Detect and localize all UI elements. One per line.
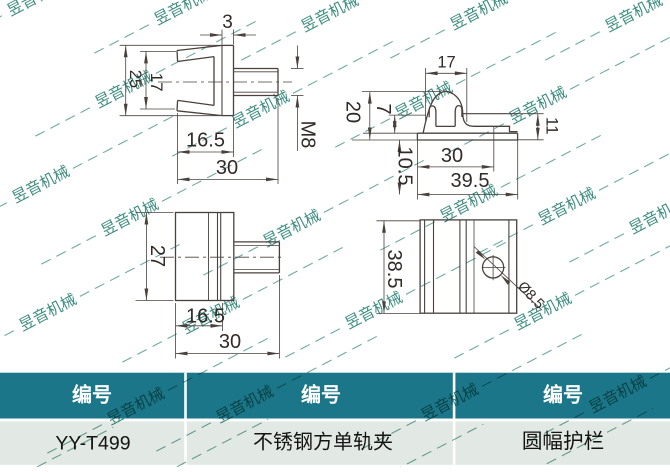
svg-text:16.5: 16.5 [186, 130, 225, 152]
svg-text:圆幅护栏: 圆幅护栏 [522, 430, 604, 453]
svg-text:3: 3 [222, 12, 233, 33]
svg-text:39.5: 39.5 [451, 170, 490, 192]
svg-text:10.5: 10.5 [394, 147, 416, 186]
svg-text:20: 20 [342, 101, 364, 123]
svg-text:7: 7 [372, 103, 394, 114]
svg-text:17: 17 [437, 54, 455, 72]
svg-text:编号: 编号 [72, 383, 112, 407]
svg-text:11: 11 [543, 117, 562, 135]
svg-text:27: 27 [146, 245, 168, 267]
svg-text:不锈钢方单轨夹: 不锈钢方单轨夹 [253, 431, 393, 454]
svg-text:M8: M8 [297, 121, 319, 149]
svg-text:17: 17 [147, 73, 166, 92]
svg-text:30: 30 [219, 331, 241, 353]
svg-text:25: 25 [126, 70, 144, 88]
svg-text:30: 30 [216, 157, 238, 179]
svg-text:30: 30 [441, 145, 463, 167]
svg-text:16.5: 16.5 [186, 306, 225, 328]
svg-text:编号: 编号 [301, 383, 341, 407]
svg-text:38.5: 38.5 [383, 250, 405, 289]
svg-text:编号: 编号 [543, 383, 583, 407]
svg-text:YY-T499: YY-T499 [55, 433, 130, 455]
